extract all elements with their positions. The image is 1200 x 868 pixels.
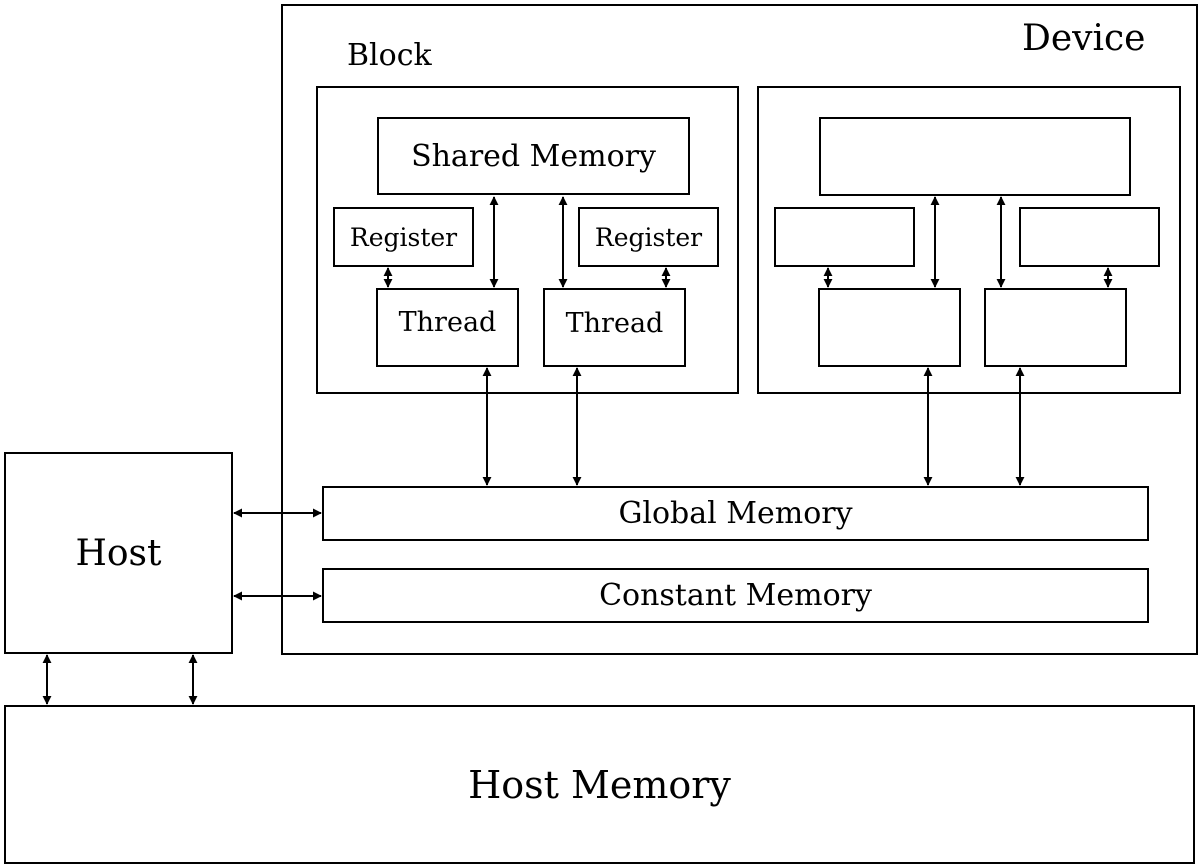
global-memory-box: Global Memory bbox=[322, 486, 1149, 541]
register-box-2-left bbox=[774, 207, 915, 267]
shared-memory-box-2 bbox=[819, 117, 1131, 196]
global-memory-label: Global Memory bbox=[618, 496, 853, 531]
register-label-left: Register bbox=[349, 222, 458, 252]
thread-label-right: Thread bbox=[565, 308, 664, 339]
device-label: Device bbox=[1022, 18, 1146, 59]
host-memory-label: Host Memory bbox=[468, 762, 731, 807]
thread-box-2-right bbox=[984, 288, 1127, 367]
host-box: Host bbox=[4, 452, 233, 654]
register-box-left: Register bbox=[333, 207, 474, 267]
register-box-right: Register bbox=[578, 207, 719, 267]
thread-box-right: Thread bbox=[543, 288, 686, 367]
constant-memory-label: Constant Memory bbox=[599, 578, 872, 613]
constant-memory-box: Constant Memory bbox=[322, 568, 1149, 623]
host-memory-box: Host Memory bbox=[4, 705, 1195, 864]
register-box-2-right bbox=[1019, 207, 1160, 267]
shared-memory-label: Shared Memory bbox=[411, 138, 656, 174]
thread-box-left: Thread bbox=[376, 288, 519, 367]
block-label: Block bbox=[347, 38, 432, 73]
register-label-right: Register bbox=[594, 222, 703, 252]
thread-box-2-left bbox=[818, 288, 961, 367]
shared-memory-box: Shared Memory bbox=[377, 117, 690, 195]
thread-label-left: Thread bbox=[398, 307, 497, 338]
host-label: Host bbox=[75, 532, 162, 574]
